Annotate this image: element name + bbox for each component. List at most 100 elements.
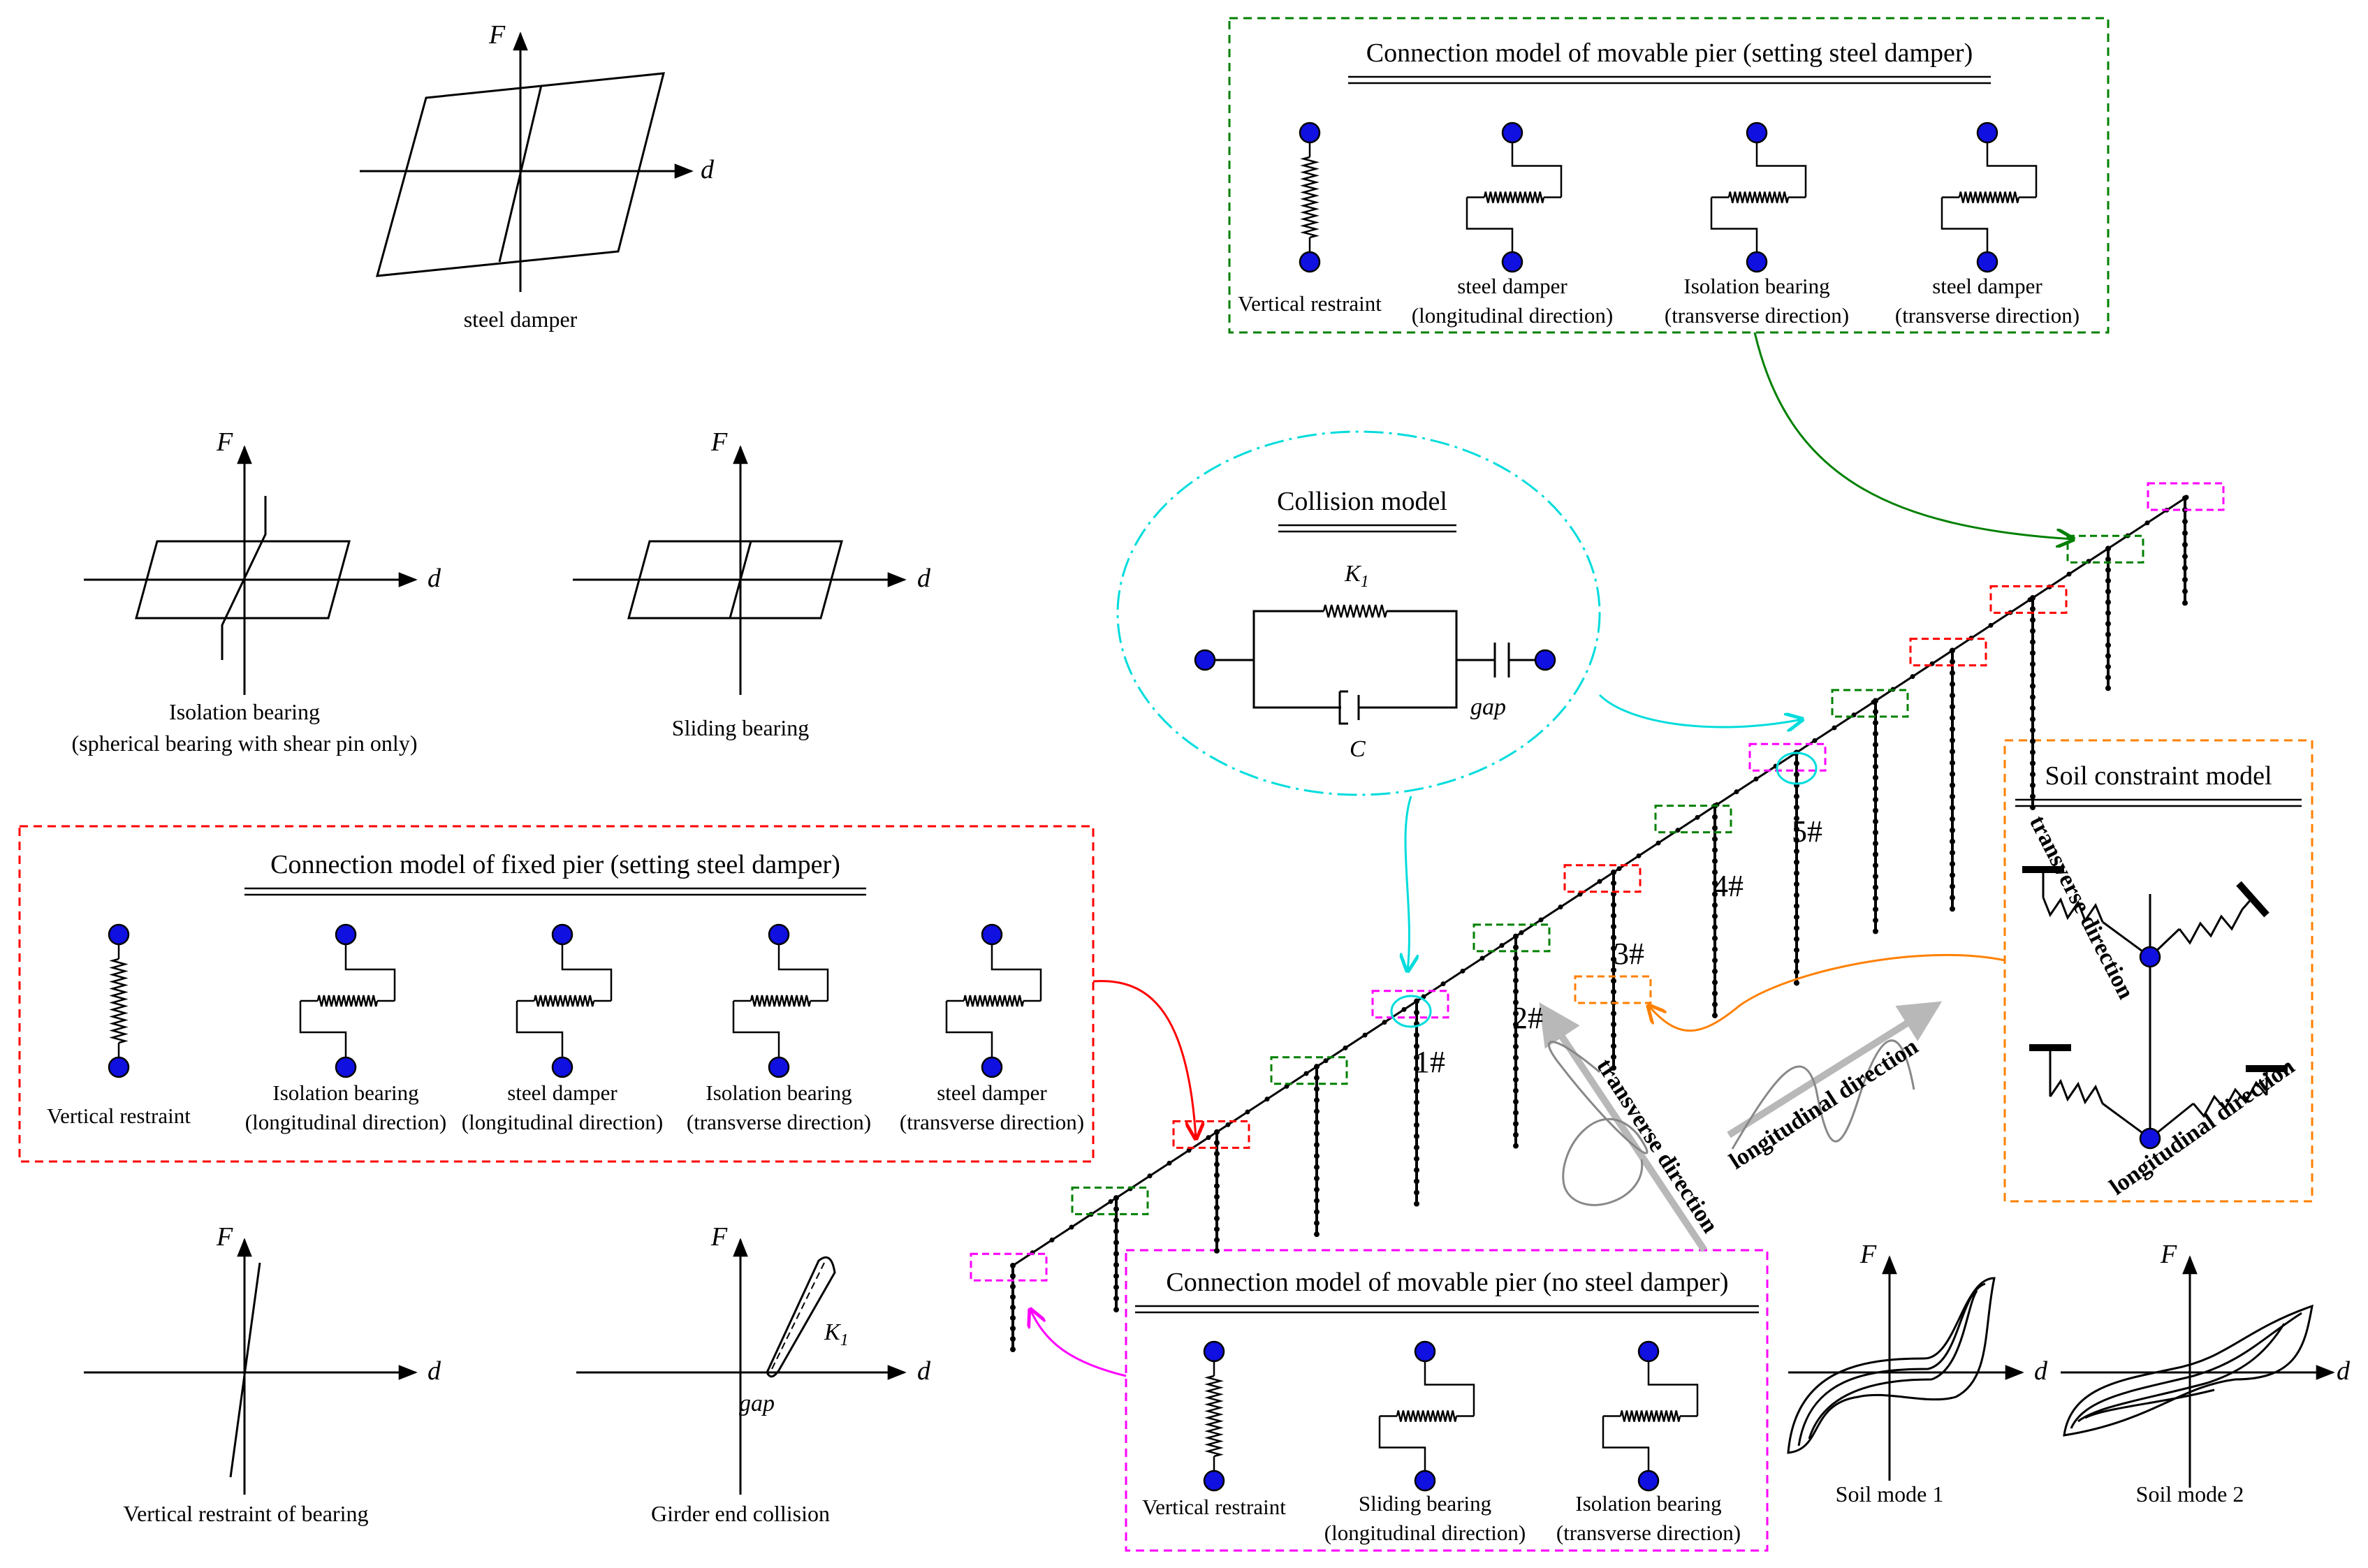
pier-node [1950,659,1955,665]
pier-node [1314,1231,1320,1238]
node-circle [335,1056,357,1078]
red-connector-arrow [1092,980,1196,1138]
pier-node [1314,1220,1320,1226]
deck-node [1734,789,1739,795]
pier-node [1010,1347,1016,1352]
pier-node [1611,945,1616,951]
deck-node [1460,968,1466,974]
element-caption: (transverse direction) [1665,303,1849,328]
pier-node [1314,1175,1320,1182]
pier-node [1794,848,1799,854]
pier-node [1873,763,1878,770]
pier-node [1513,1143,1519,1149]
pier-node [1794,761,1799,767]
pier-node [1113,1273,1119,1280]
pier-node [1414,1133,1419,1139]
pier-node [1113,1229,1119,1235]
pier-node [1010,1315,1016,1321]
pier-node [1611,978,1616,984]
pier-node [2105,653,2111,659]
collision-model-circuit [1205,610,1545,725]
pier-node [1611,989,1616,995]
pier-node [1113,1240,1119,1246]
pier-node [1414,1066,1419,1072]
pier-node [2105,567,2111,573]
spring [2049,1078,2104,1105]
pier-node [1950,726,1955,732]
pier-node [1513,1110,1519,1116]
pier-node [2182,518,2188,525]
pier-node [1513,988,1519,995]
deck-node [2144,520,2150,526]
node-circle [1299,122,1321,144]
pier-node [1214,1194,1220,1200]
connector-line [945,1001,993,1067]
soil-constraint-box [2003,739,2314,1203]
pier-node [1873,709,1878,715]
connector-line [344,935,396,1001]
pier-node [1414,1122,1419,1128]
deck-node [1910,674,1915,680]
pier-node [1950,749,1955,755]
node-circle [1203,1340,1225,1363]
force-axis-label: F [216,427,233,457]
pier-node [1414,1156,1419,1162]
pier-node [1712,858,1718,864]
collision-spring [1194,604,1556,671]
node-circle [768,923,790,946]
longitudinal-direction-label: longitudinal direction [1725,1034,1923,1175]
connection-highlight-box [1989,585,2068,614]
pier-node [2030,705,2036,711]
spring [1204,1375,1224,1458]
connection-highlight-box [1654,805,1732,834]
pier-node [1712,891,1718,897]
pier-node [1611,869,1616,875]
pier-node [1712,913,1718,919]
element-caption: steel damper [507,1080,617,1105]
element-caption: steel damper [1932,274,2042,298]
pier-node [1314,1131,1320,1137]
pier-node [1010,1305,1016,1310]
pier-node [1113,1251,1119,1257]
pier-node [1950,872,1955,879]
pier-node [1611,913,1616,919]
node-circle [1746,251,1768,273]
orange-connector-arrow [1649,953,2005,1032]
pier-node [1712,935,1718,941]
deck-node [1264,1097,1270,1102]
element-caption: Sliding bearing [1359,1491,1491,1516]
pier-node [1794,947,1799,953]
pier-node [2105,674,2111,680]
pier-node [2182,553,2188,559]
deck-node [1108,1199,1113,1204]
pier-node [1950,805,1955,811]
pier-node [1873,884,1878,891]
pier-node [1513,1131,1519,1138]
connector-line [1647,1351,1699,1416]
collision-loop [1390,995,1432,1028]
pier-node [1513,966,1519,972]
spring [1483,191,1545,203]
fixed-pier-box [18,825,1095,1163]
pier-node [1314,1153,1320,1159]
pier-node [1794,892,1799,898]
pier-node [2105,610,2111,616]
node-circle [1534,649,1556,671]
spring [1396,1410,1458,1422]
pier-node [2105,599,2111,606]
element-caption: Isolation bearing [706,1080,852,1105]
pier-node [2030,738,2036,745]
pier-node [2105,588,2111,594]
pier-node [1873,819,1878,825]
connector-line [732,1001,780,1067]
deck-node [1284,1083,1289,1089]
pier-node [1950,760,1955,766]
spring [2178,909,2244,945]
girder-collision-caption: Girder end collision [651,1501,830,1526]
deck-node [2066,571,2072,577]
pier-node [1010,1273,1016,1279]
pier-node [2105,631,2111,638]
pier-node [1214,1237,1220,1243]
connector-line [1755,133,1807,198]
node-circle [1637,1340,1660,1363]
